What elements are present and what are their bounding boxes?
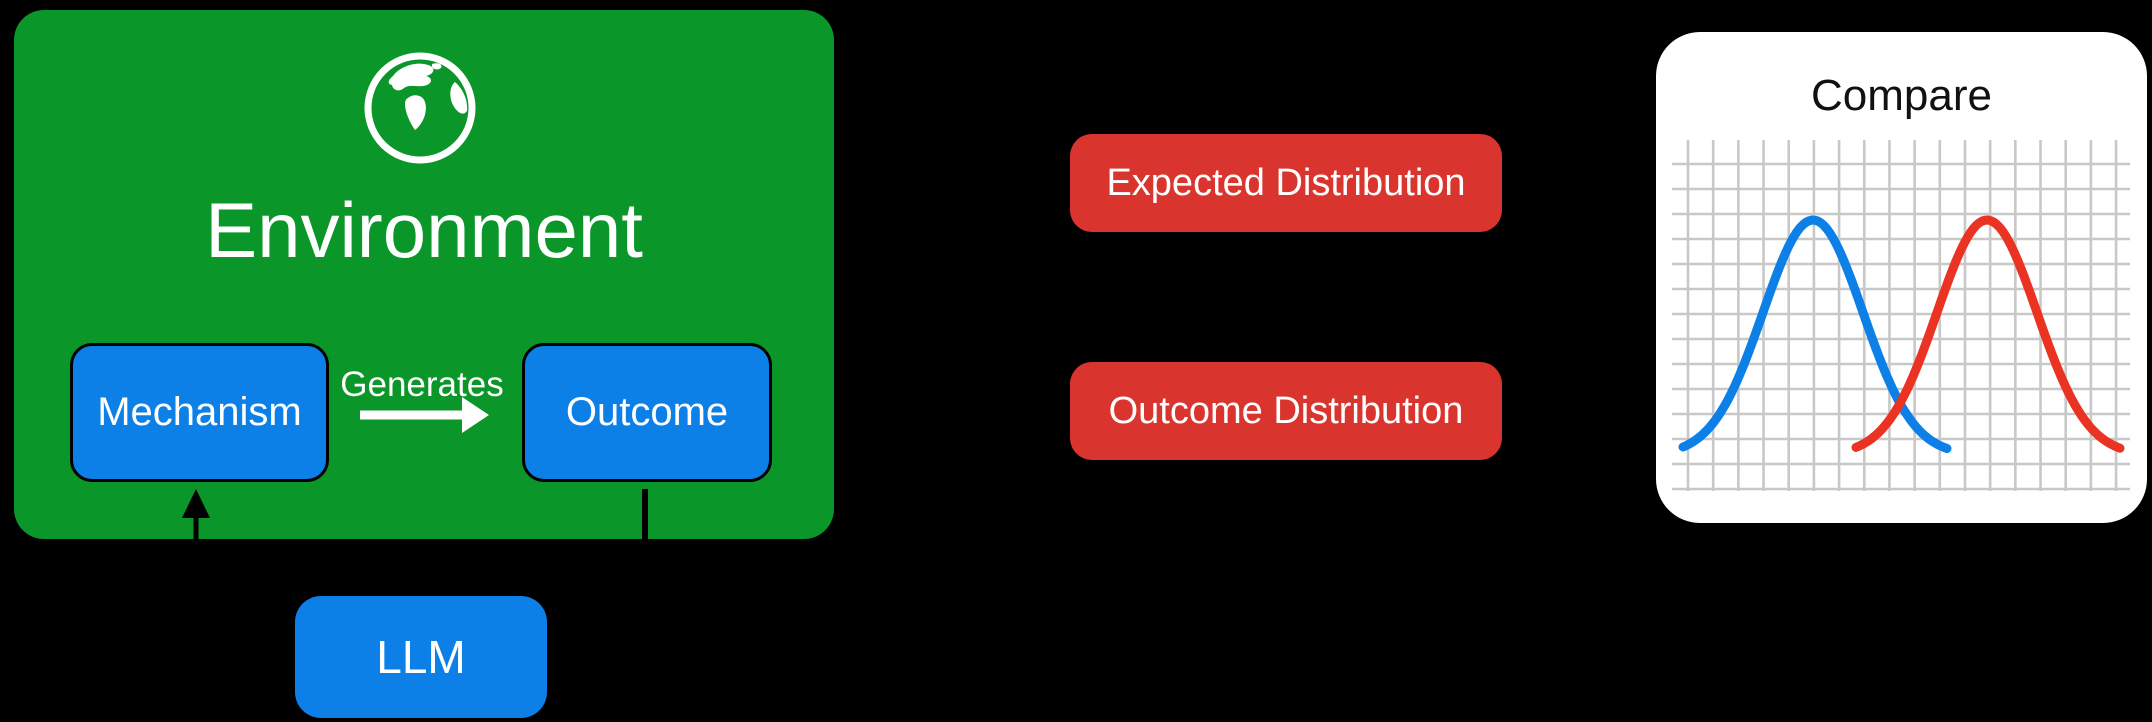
llm-label: LLM <box>376 631 466 683</box>
distribution-comparison-chart <box>1672 140 2130 491</box>
llm-to-mechanism-arrow-icon <box>182 489 210 540</box>
outcome-distribution-pill: Outcome Distribution <box>1070 362 1502 460</box>
globe-icon <box>364 52 476 164</box>
expected-distribution-label: Expected Distribution <box>1106 161 1466 204</box>
generates-arrow-icon <box>360 397 489 433</box>
environment-panel: Environment Mechanism Generates Outcome <box>14 10 834 540</box>
compare-title: Compare <box>1811 71 1992 120</box>
outcome-node: Outcome <box>522 343 772 482</box>
mechanism-node: Mechanism <box>70 343 329 482</box>
outcome-distribution-label: Outcome Distribution <box>1108 389 1464 432</box>
generates-label: Generates <box>340 365 504 404</box>
compare-panel: Compare <box>1656 32 2147 523</box>
environment-title: Environment <box>205 186 643 274</box>
outcome-connector-line <box>642 489 648 539</box>
mechanism-label: Mechanism <box>97 390 302 434</box>
expected-distribution-pill: Expected Distribution <box>1070 134 1502 232</box>
outcome-label: Outcome <box>565 390 729 434</box>
llm-node: LLM <box>295 596 547 718</box>
